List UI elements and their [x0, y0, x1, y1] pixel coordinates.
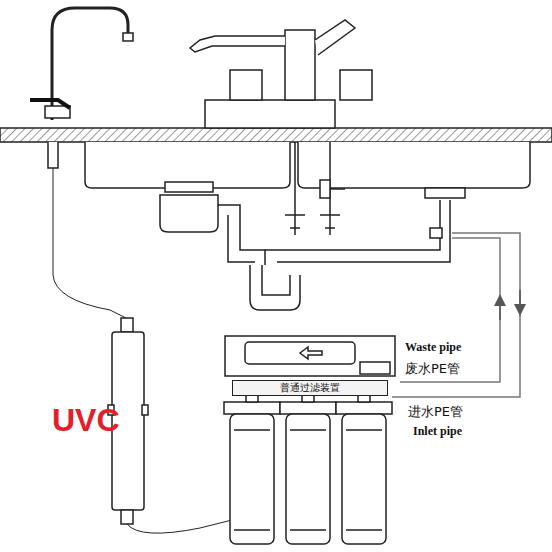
filter-canister: [280, 402, 336, 414]
bracket-label: 普通过滤装置: [276, 381, 344, 395]
pipe-label: Waste pipe: [405, 340, 461, 355]
pipe-label: Inlet pipe: [413, 424, 462, 439]
filter-canister: [302, 395, 314, 402]
filter-canister: [234, 430, 270, 530]
filter-canister: [224, 402, 280, 414]
filter-canister: [346, 430, 382, 530]
device-label: UVC: [52, 402, 120, 439]
filter-canister: [286, 414, 330, 544]
pipe-label: 进水PE管: [408, 403, 463, 421]
filter-canister: [358, 395, 370, 402]
filter-canister: [290, 430, 326, 530]
filter-canister: [336, 402, 392, 414]
pipe-label: 废水PE管: [405, 360, 460, 378]
filter-canister: [230, 414, 274, 544]
filter-bracket: 普通过滤装置: [232, 380, 388, 396]
filter-canister: [342, 414, 386, 544]
filter-canister: [246, 395, 258, 402]
